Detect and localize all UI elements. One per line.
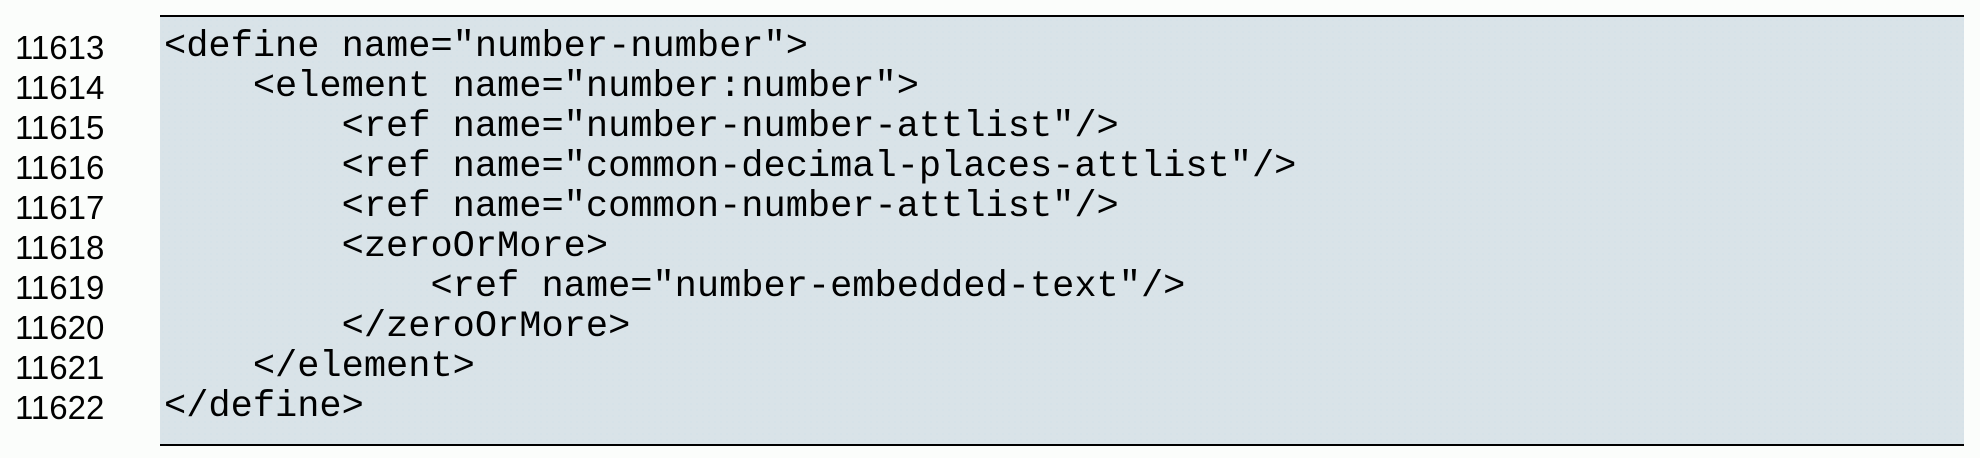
line-number: 11622 <box>15 389 105 426</box>
line-number: 11617 <box>15 189 105 226</box>
code-line: </define> <box>164 386 364 428</box>
code-line: <ref name="common-decimal-places-attlist… <box>164 146 1297 188</box>
code-line: </element> <box>164 346 475 388</box>
code-line: <zeroOrMore> <box>164 226 609 268</box>
code-listing-box: <define name="number-number"> <element n… <box>160 15 1964 446</box>
line-number: 11613 <box>15 29 105 66</box>
line-number: 11616 <box>15 149 105 186</box>
line-number-gutter: 11613 11614 11615 11616 11617 11618 1161… <box>15 28 104 428</box>
line-number: 11619 <box>15 269 105 306</box>
code-block: <define name="number-number"> <element n… <box>160 17 1964 427</box>
line-number: 11615 <box>15 109 105 146</box>
code-line: <ref name="number-embedded-text"/> <box>164 266 1186 308</box>
code-line: <ref name="number-number-attlist"/> <box>164 106 1119 148</box>
code-line: </zeroOrMore> <box>164 306 631 348</box>
code-line: <ref name="common-number-attlist"/> <box>164 186 1119 228</box>
code-line: <define name="number-number"> <box>164 26 808 68</box>
line-number: 11614 <box>15 69 105 106</box>
code-line: <element name="number:number"> <box>164 66 919 108</box>
line-number: 11618 <box>15 229 105 266</box>
line-number: 11620 <box>15 309 105 346</box>
line-number: 11621 <box>15 349 105 386</box>
